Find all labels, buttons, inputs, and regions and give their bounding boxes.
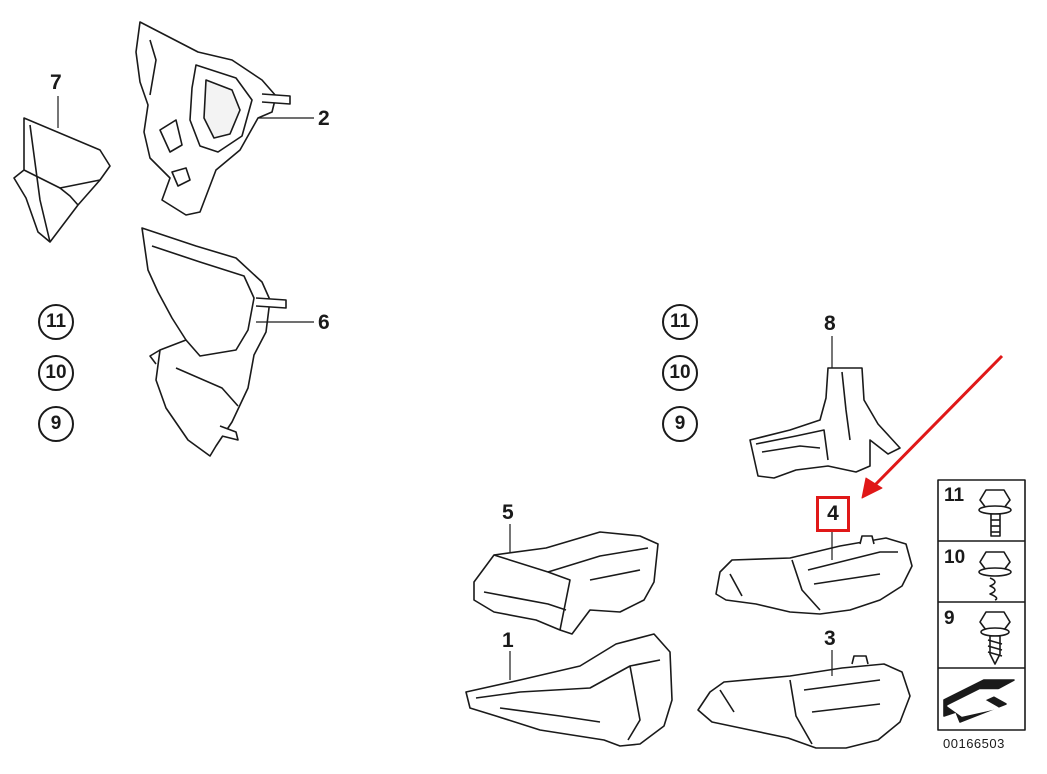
part-label-5: 5 [502,501,514,524]
self-tapping-screw-icon [979,611,1011,665]
highlight-arrow [861,354,1004,499]
part-1-deflector [465,633,673,747]
part-label-3: 3 [824,627,836,650]
part-label-7: 7 [50,71,62,94]
flange-bolt-icon [978,489,1012,537]
arrow-symbol-icon [943,679,1015,723]
hex-nut-icon [978,551,1012,601]
legend-number-11: 11 [944,485,965,506]
document-id: 00166503 [943,736,1005,751]
circled-ref-11-left: 11 [38,304,74,340]
part-2-air-channel [135,21,291,216]
part-8-air-duct [749,367,901,479]
circled-ref-11-right: 11 [662,304,698,340]
part-4-bracket [715,535,913,615]
leader-lines [57,96,833,680]
legend-number-10: 10 [944,547,966,568]
part-label-6: 6 [318,311,330,334]
part-label-8: 8 [824,312,836,335]
circled-ref-9-right: 9 [662,406,698,442]
part-5-housing [473,531,659,635]
part-label-4-highlighted: 4 [816,496,850,532]
circled-ref-10-right: 10 [662,355,698,391]
part-label-1: 1 [502,629,514,652]
legend-number-9: 9 [944,608,955,629]
part-3-bracket [697,655,911,749]
circled-ref-10-left: 10 [38,355,74,391]
part-7-air-duct [13,117,111,243]
circled-ref-9-left: 9 [38,406,74,442]
part-label-2: 2 [318,107,330,130]
part-6-air-channel [141,227,287,457]
